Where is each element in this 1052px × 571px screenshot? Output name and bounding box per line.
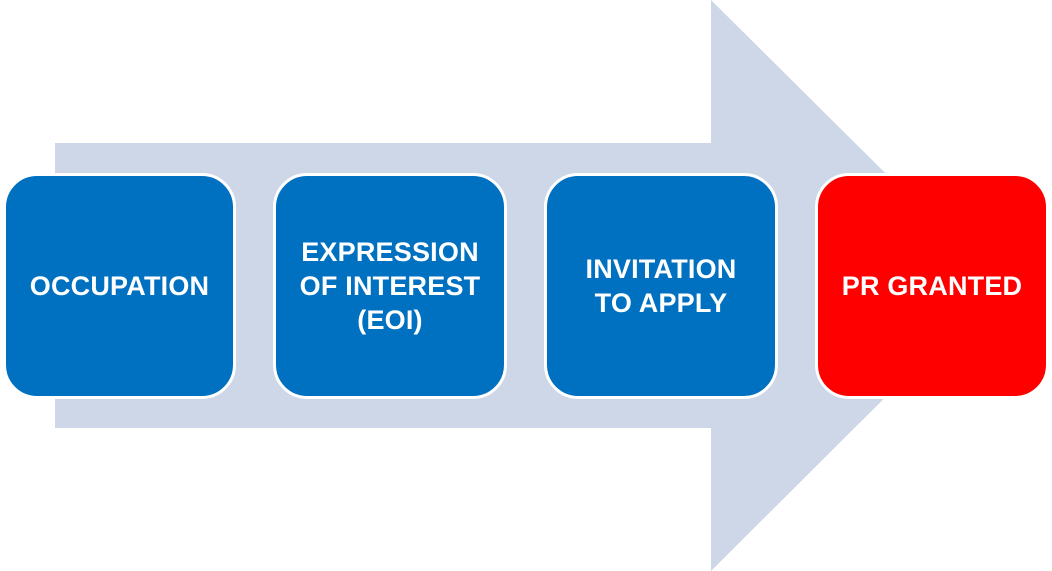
step-occupation: OCCUPATION xyxy=(3,173,236,399)
step-pr-granted: PR GRANTED xyxy=(815,173,1049,399)
arrow-shape xyxy=(55,0,998,571)
step-expression-of-interest: EXPRESSION OF INTEREST (EOI) xyxy=(273,173,507,399)
step-invitation-to-apply: INVITATION TO APPLY xyxy=(544,173,778,399)
